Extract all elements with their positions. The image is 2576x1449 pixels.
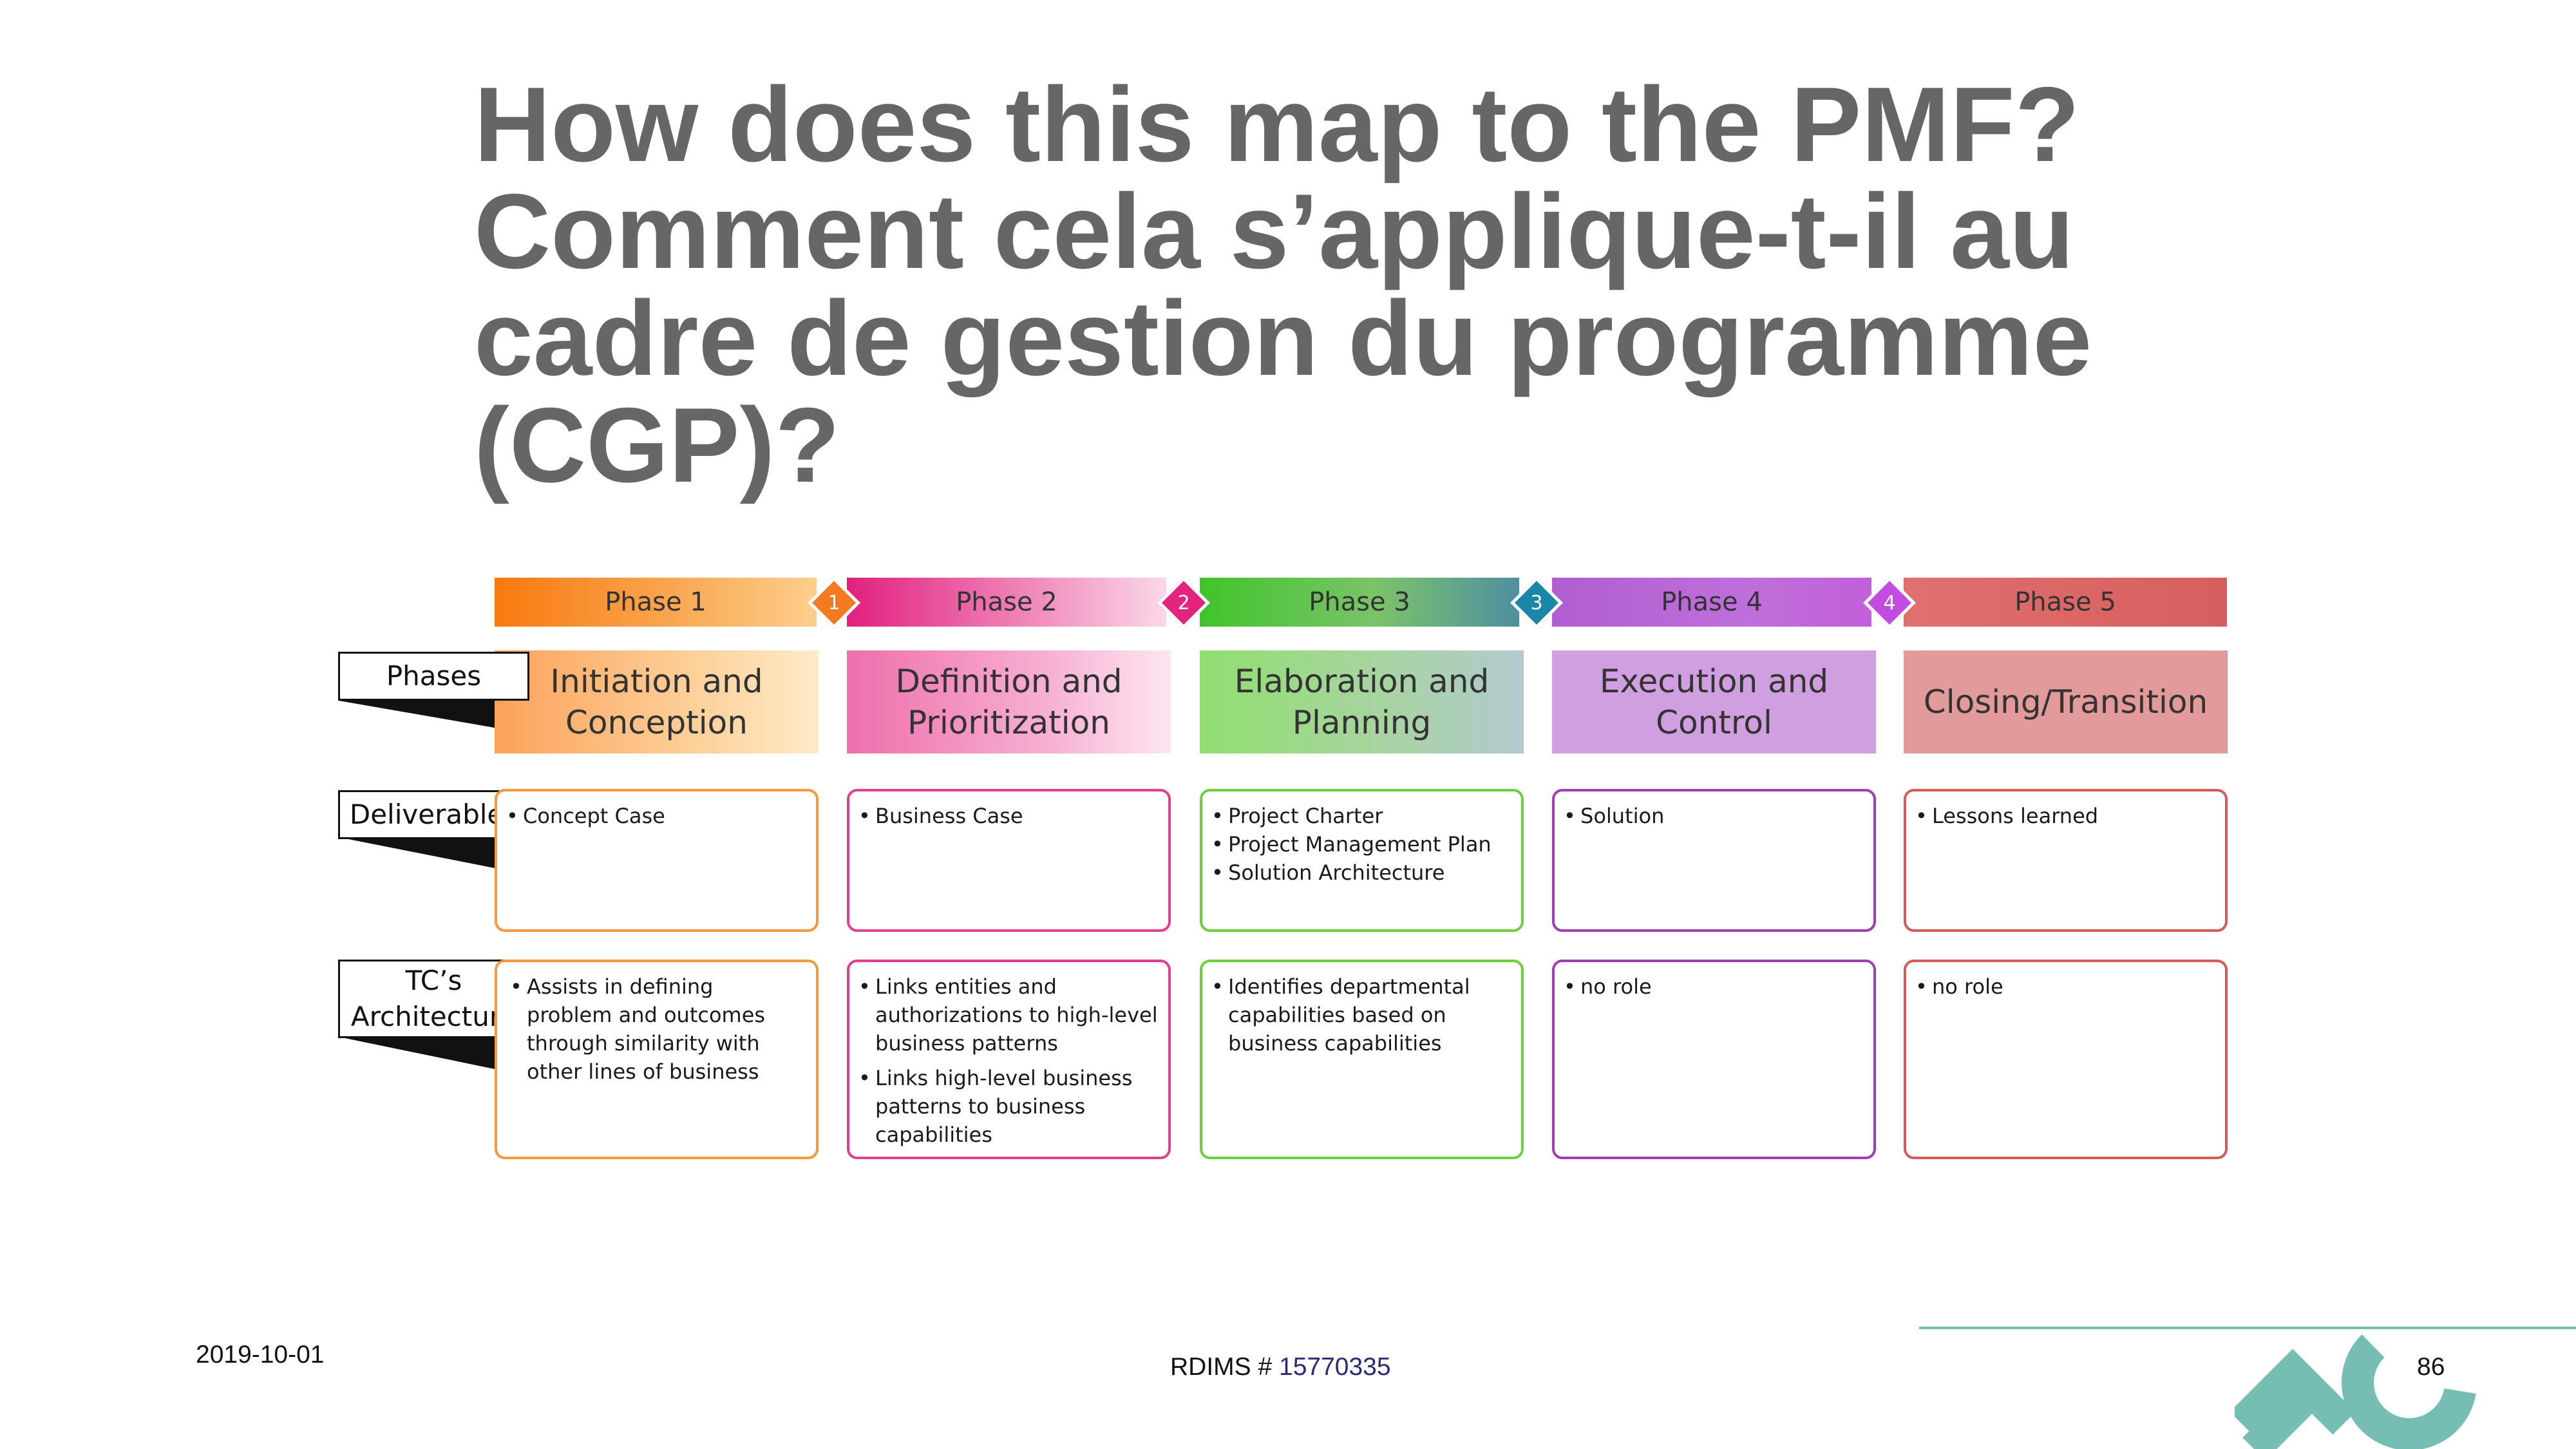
architecture-box-3: Identifies departmental capabilities bas… xyxy=(1200,960,1524,1159)
phase-bar-label: Phase 2 xyxy=(956,587,1057,617)
architecture-box-1: Assists in defining problem and outcomes… xyxy=(495,960,819,1159)
architecture-box-5: no role xyxy=(1904,960,2228,1159)
phase-bar-3: Phase 3 xyxy=(1200,578,1519,627)
architecture-item: Links high-level business patterns to bu… xyxy=(858,1064,1159,1149)
milestone-label: 4 xyxy=(1883,591,1896,614)
phase-name-3: Elaboration and Planning xyxy=(1200,650,1524,753)
tc-logo-icon xyxy=(2235,1334,2476,1449)
deliverable-item: Lessons learned xyxy=(1915,802,2216,830)
footer-divider xyxy=(1919,1327,2576,1329)
deliverable-item: Business Case xyxy=(858,802,1159,830)
page-number: 86 xyxy=(2417,1353,2445,1381)
deliverables-box-1: Concept Case xyxy=(495,789,819,932)
deliverable-item: Concept Case xyxy=(506,802,807,830)
deliverable-item: Project Charter xyxy=(1211,802,1512,830)
deliverable-item: Solution xyxy=(1564,802,1864,830)
milestone-label: 3 xyxy=(1530,591,1543,614)
milestone-2-diamond: 2 xyxy=(1157,576,1211,630)
architecture-item: no role xyxy=(1564,972,1864,1001)
deliverables-box-2: Business Case xyxy=(847,789,1171,932)
milestone-1-diamond: 1 xyxy=(807,576,861,630)
phase-bar-1: Phase 1 xyxy=(495,578,817,627)
deliverables-box-3: Project Charter Project Management Plan … xyxy=(1200,789,1524,932)
phase-bar-label: Phase 4 xyxy=(1661,587,1763,617)
milestone-3-diamond: 3 xyxy=(1510,576,1564,630)
phase-name-4: Execution and Control xyxy=(1552,650,1876,753)
architecture-box-2: Links entities and authorizations to hig… xyxy=(847,960,1171,1159)
title-line: (CGP)? xyxy=(474,386,840,504)
deliverable-item: Project Management Plan xyxy=(1211,830,1512,858)
rdims-prefix: RDIMS # xyxy=(1170,1353,1280,1381)
phase-name-5: Closing/Transition xyxy=(1904,650,2228,753)
architecture-box-4: no role xyxy=(1552,960,1876,1159)
title-line: How does this map to the PMF? xyxy=(474,65,2080,184)
phase-bar-5: Phase 5 xyxy=(1904,578,2227,627)
title-line: cadre de gestion du programme xyxy=(474,279,2092,397)
deliverables-box-5: Lessons learned xyxy=(1904,789,2228,932)
milestone-label: 1 xyxy=(828,591,840,614)
title-line: Comment cela s’applique-t-il au xyxy=(474,172,2074,290)
pointer-deliverables xyxy=(339,837,495,868)
architecture-item: no role xyxy=(1915,972,2216,1001)
phase-bar-label: Phase 1 xyxy=(605,587,706,617)
deliverables-box-4: Solution xyxy=(1552,789,1876,932)
rdims-number: 15770335 xyxy=(1279,1353,1391,1381)
footer-rdims: RDIMS # 15770335 xyxy=(1170,1353,1391,1381)
phase-bar-label: Phase 5 xyxy=(2014,587,2116,617)
milestone-4-diamond: 4 xyxy=(1862,576,1917,630)
pointer-architecture xyxy=(339,1037,495,1069)
footer-date: 2019-10-01 xyxy=(196,1341,325,1368)
phase-name-2: Definition and Prioritization xyxy=(847,650,1171,753)
milestone-label: 2 xyxy=(1177,591,1190,614)
row-label-deliverables: Deliverables xyxy=(338,790,529,839)
slide-title: How does this map to the PMF? Comment ce… xyxy=(474,71,2406,498)
architecture-item: Identifies departmental capabilities bas… xyxy=(1211,972,1512,1057)
row-label-phases: Phases xyxy=(338,652,529,701)
phase-bar-label: Phase 3 xyxy=(1309,587,1410,617)
pointer-phases xyxy=(339,701,495,728)
phase-bar-4: Phase 4 xyxy=(1552,578,1871,627)
deliverable-item: Solution Architecture xyxy=(1211,858,1512,887)
phase-bar-2: Phase 2 xyxy=(847,578,1166,627)
architecture-item: Assists in defining problem and outcomes… xyxy=(510,972,786,1086)
phase-name-1: Initiation and Conception xyxy=(495,650,819,753)
architecture-item: Links entities and authorizations to hig… xyxy=(858,972,1159,1057)
